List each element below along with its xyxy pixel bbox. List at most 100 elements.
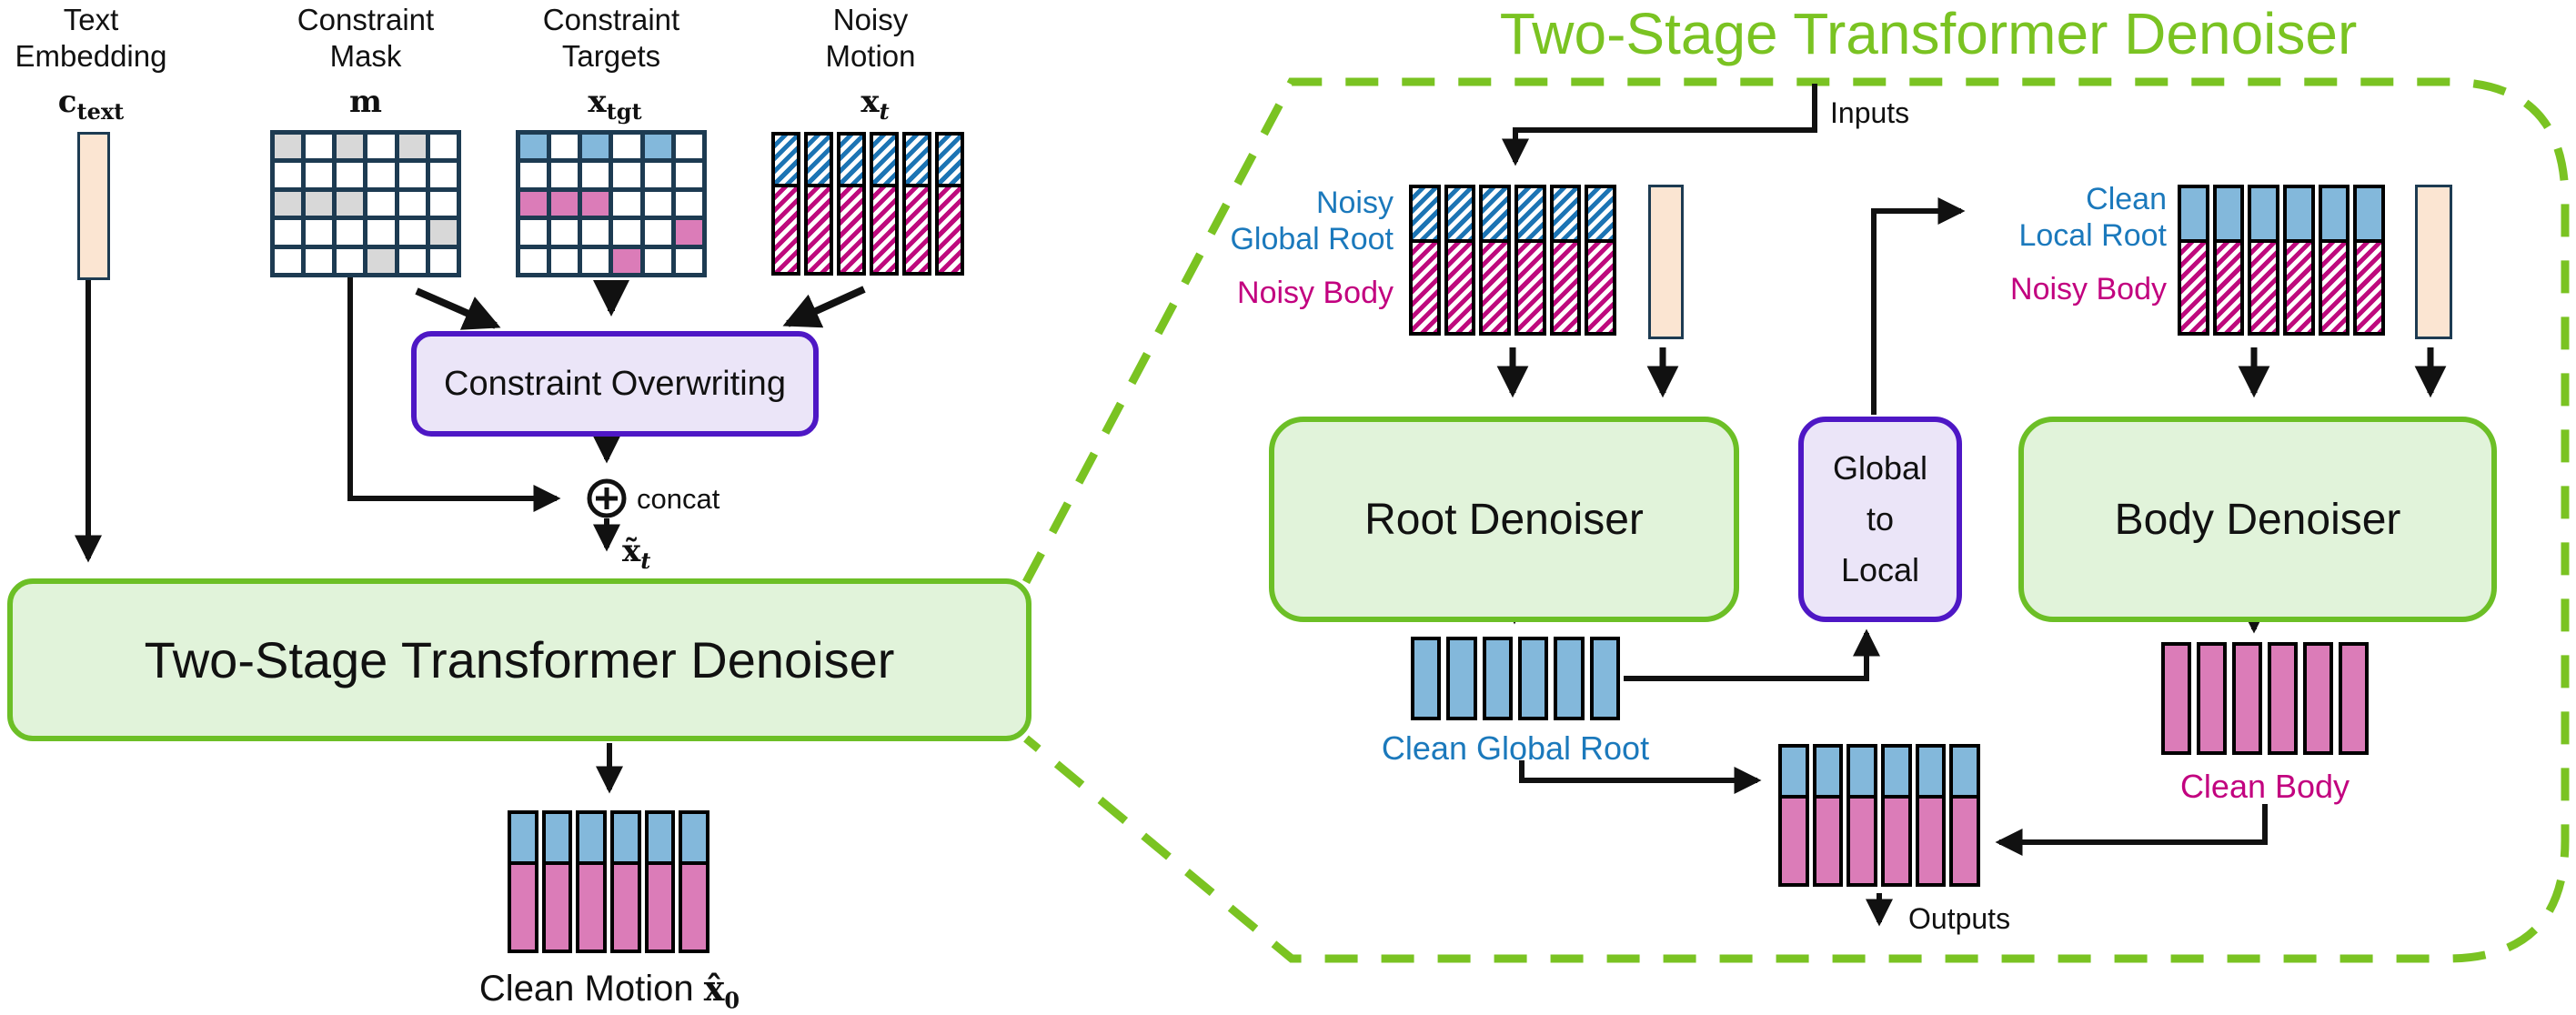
token-column bbox=[2178, 185, 2209, 336]
matrix-cell-r1c3 bbox=[367, 163, 395, 187]
token-column-bottom bbox=[1518, 243, 1543, 332]
token-column bbox=[1479, 185, 1512, 336]
token-column bbox=[1409, 185, 1441, 336]
token-column bbox=[2248, 185, 2280, 336]
two-stage-denoiser-label: Two-Stage Transformer Denoiser bbox=[144, 631, 895, 688]
token-column-top bbox=[614, 814, 638, 865]
zoom-callout-dashed-outline bbox=[1022, 77, 2570, 963]
arrow-row-to-global-to-local bbox=[1624, 628, 1880, 681]
label-x-tilde-t: x̃t bbox=[622, 533, 651, 574]
matrix-cell-r0c1 bbox=[551, 135, 579, 159]
token-column-top bbox=[1850, 748, 1875, 799]
token-column-top bbox=[1885, 748, 1908, 799]
matrix-cell-r4c5 bbox=[675, 248, 702, 273]
token-column-bottom bbox=[939, 187, 961, 272]
token-column-top bbox=[906, 136, 928, 187]
matrix-cell-r0c4 bbox=[398, 135, 426, 159]
matrix-cell-r3c3 bbox=[613, 220, 640, 245]
matrix-cell-r1c1 bbox=[551, 163, 579, 187]
token-column-bottom bbox=[808, 187, 830, 272]
clean-motion-label: Clean Motion x̂0 bbox=[478, 968, 740, 1014]
token-column bbox=[576, 810, 608, 953]
token-column bbox=[1881, 744, 1912, 887]
token-column-top bbox=[1553, 188, 1578, 244]
token-column-top bbox=[873, 136, 895, 187]
text-embedding-vector bbox=[77, 132, 110, 280]
matrix-cell-r0c3 bbox=[367, 135, 395, 159]
token-column-top bbox=[682, 814, 707, 865]
token-column bbox=[2318, 185, 2350, 336]
arrow-mask-to-overwriting bbox=[415, 287, 501, 330]
global-to-local-label: Global to Local bbox=[1832, 449, 1928, 588]
token-column bbox=[902, 132, 931, 276]
matrix-cell-r3c4 bbox=[398, 220, 426, 245]
matrix-cell-r4c2 bbox=[582, 248, 609, 273]
matrix-cell-r3c2 bbox=[582, 220, 609, 245]
matrix-cell-r1c2 bbox=[337, 163, 364, 187]
token-column-bottom bbox=[2357, 243, 2382, 332]
token-column-bottom bbox=[1953, 798, 1977, 883]
token-cell bbox=[1446, 637, 1477, 720]
matrix-cell-r4c3 bbox=[367, 248, 395, 273]
token-column-top bbox=[2321, 188, 2347, 244]
clean-body-label: Clean Body bbox=[2179, 768, 2350, 805]
matrix-cell-r2c2 bbox=[337, 191, 364, 216]
token-column bbox=[1514, 185, 1546, 336]
token-column bbox=[2353, 185, 2386, 336]
token-column-bottom bbox=[682, 864, 707, 950]
token-column-top bbox=[1447, 188, 1473, 244]
constraint-overwriting-box: Constraint Overwriting bbox=[411, 331, 819, 437]
token-column bbox=[1444, 185, 1476, 336]
token-column bbox=[508, 810, 538, 953]
token-column-bottom bbox=[1782, 798, 1806, 883]
token-cell bbox=[2161, 642, 2191, 755]
clean-local-root-grid bbox=[2178, 185, 2386, 336]
matrix-cell-r4c2 bbox=[337, 248, 364, 273]
matrix-cell-r2c1 bbox=[551, 191, 579, 216]
noisy-motion-grid bbox=[771, 132, 964, 276]
token-column bbox=[771, 132, 800, 276]
token-column-bottom bbox=[1588, 243, 1614, 332]
arrow-clean-body-to-output bbox=[1995, 804, 2268, 856]
token-column-bottom bbox=[614, 864, 638, 950]
token-column-top bbox=[1918, 748, 1943, 799]
token-cell bbox=[2232, 642, 2262, 755]
matrix-cell-r2c4 bbox=[644, 191, 671, 216]
matrix-cell-r1c4 bbox=[398, 163, 426, 187]
token-cell bbox=[1589, 637, 1620, 720]
matrix-cell-r1c0 bbox=[520, 163, 548, 187]
token-column-top bbox=[1782, 748, 1806, 799]
matrix-cell-r4c0 bbox=[275, 248, 302, 273]
matrix-cell-r4c4 bbox=[398, 248, 426, 273]
matrix-cell-r0c5 bbox=[675, 135, 702, 159]
matrix-cell-r1c5 bbox=[675, 163, 702, 187]
noisy-input-grid bbox=[1409, 185, 1617, 336]
matrix-cell-r4c5 bbox=[429, 248, 457, 273]
matrix-cell-r0c3 bbox=[613, 135, 640, 159]
clean-motion-grid bbox=[508, 810, 710, 953]
token-column-bottom bbox=[1885, 798, 1908, 883]
token-column-bottom bbox=[648, 864, 672, 950]
clean-global-root-row bbox=[1411, 637, 1620, 720]
token-column-top bbox=[545, 814, 569, 865]
matrix-cell-r0c2 bbox=[337, 135, 364, 159]
matrix-cell-r1c3 bbox=[613, 163, 640, 187]
token-cell bbox=[1482, 637, 1513, 720]
token-column bbox=[1949, 744, 1981, 887]
matrix-cell-r4c4 bbox=[644, 248, 671, 273]
token-column-bottom bbox=[840, 187, 862, 272]
token-cell bbox=[2197, 642, 2227, 755]
matrix-cell-r3c0 bbox=[275, 220, 302, 245]
token-column-bottom bbox=[511, 864, 535, 950]
token-column-top bbox=[648, 814, 672, 865]
matrix-cell-r0c5 bbox=[429, 135, 457, 159]
token-column-top bbox=[840, 136, 862, 187]
token-cell bbox=[1411, 637, 1442, 720]
token-column-top bbox=[511, 814, 535, 865]
concat-label: concat bbox=[637, 483, 720, 515]
matrix-cell-r2c2 bbox=[582, 191, 609, 216]
